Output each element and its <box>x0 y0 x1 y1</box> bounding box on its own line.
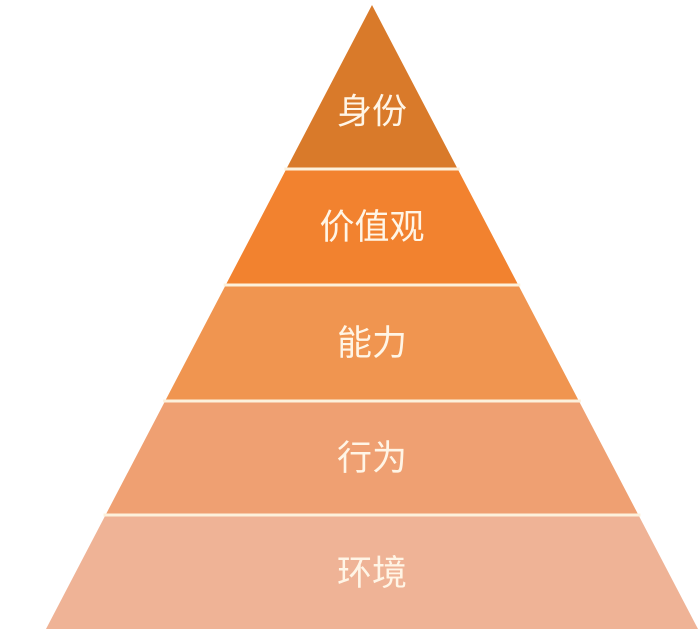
pyramid-level-shape <box>287 5 457 168</box>
pyramid-level-shape <box>46 516 698 629</box>
pyramid-level-label: 能力 <box>337 324 407 364</box>
pyramid-level-shape <box>165 286 579 400</box>
pyramid-level-1: 身份 <box>287 5 457 168</box>
pyramid-level-label: 身份 <box>337 92 407 132</box>
pyramid-level-shape <box>106 402 638 514</box>
pyramid-level-label: 环境 <box>337 554 407 594</box>
pyramid-level-5: 环境 <box>46 516 698 629</box>
pyramid-level-4: 行为 <box>106 402 638 514</box>
pyramid-level-2: 价值观 <box>226 170 518 284</box>
pyramid-level-3: 能力 <box>165 286 579 400</box>
pyramid-level-label: 行为 <box>337 439 407 479</box>
pyramid-level-shape <box>226 170 518 284</box>
pyramid-level-label: 价值观 <box>319 208 424 248</box>
